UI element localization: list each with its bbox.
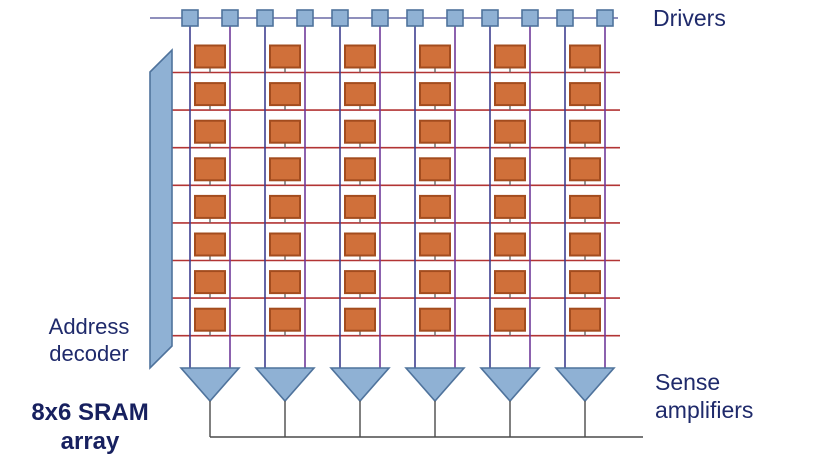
sram-cell: [494, 270, 526, 295]
sram-cell: [569, 82, 601, 107]
driver-square: [406, 9, 424, 27]
sram-cell: [569, 232, 601, 257]
sram-cell: [569, 270, 601, 295]
sense-amplifiers-label: Sense amplifiers: [655, 369, 754, 424]
sram-cell: [419, 157, 451, 182]
sram-cell: [194, 119, 226, 144]
sense-amp-triangle: [404, 367, 466, 403]
sram-cell: [419, 82, 451, 107]
sram-cell: [269, 270, 301, 295]
sram-cell: [269, 119, 301, 144]
sram-cell: [344, 157, 376, 182]
sram-cell: [344, 194, 376, 219]
sram-cell: [194, 157, 226, 182]
driver-square: [221, 9, 239, 27]
sram-cell: [269, 44, 301, 69]
sram-cell: [419, 270, 451, 295]
driver-square: [296, 9, 314, 27]
sram-cell: [194, 307, 226, 332]
sram-cell: [344, 82, 376, 107]
sram-cell: [494, 232, 526, 257]
sram-cell: [194, 232, 226, 257]
array-title: 8x6 SRAM array: [31, 399, 149, 456]
sram-cell: [269, 232, 301, 257]
sram-cell: [569, 44, 601, 69]
sense-amp-triangle: [329, 367, 391, 403]
sram-cell: [344, 44, 376, 69]
driver-square: [521, 9, 539, 27]
sram-cell: [569, 194, 601, 219]
sram-cell: [419, 194, 451, 219]
sram-cell: [419, 44, 451, 69]
sram-cell: [344, 232, 376, 257]
drivers-label: Drivers: [653, 5, 726, 31]
sram-cell: [494, 307, 526, 332]
driver-square: [371, 9, 389, 27]
driver-square: [556, 9, 574, 27]
sense-amp-triangle: [254, 367, 316, 403]
sram-cell: [194, 82, 226, 107]
sram-cell: [569, 307, 601, 332]
sram-cell: [194, 194, 226, 219]
sram-cell: [269, 194, 301, 219]
driver-square: [596, 9, 614, 27]
driver-square: [446, 9, 464, 27]
sram-cell: [494, 157, 526, 182]
sram-cell: [419, 307, 451, 332]
sram-cell: [344, 270, 376, 295]
sram-cell: [494, 119, 526, 144]
sram-cell: [569, 157, 601, 182]
address-decoder-label: Address decoder: [48, 314, 130, 366]
sram-cell: [269, 82, 301, 107]
sense-amp-triangle: [179, 367, 241, 403]
sram-cell: [344, 307, 376, 332]
sram-cell: [494, 44, 526, 69]
address-decoder-shape: [149, 48, 173, 370]
sense-amp-triangle: [479, 367, 541, 403]
sram-cell: [194, 44, 226, 69]
driver-square: [181, 9, 199, 27]
sense-amp-triangle: [554, 367, 616, 403]
driver-square: [481, 9, 499, 27]
sram-cell: [269, 157, 301, 182]
driver-square: [256, 9, 274, 27]
sram-cell: [569, 119, 601, 144]
sram-cell: [194, 270, 226, 295]
sram-cell: [344, 119, 376, 144]
sram-cell: [494, 194, 526, 219]
sram-cell: [419, 232, 451, 257]
sram-cell: [419, 119, 451, 144]
driver-square: [331, 9, 349, 27]
sram-cell: [269, 307, 301, 332]
sram-cell: [494, 82, 526, 107]
